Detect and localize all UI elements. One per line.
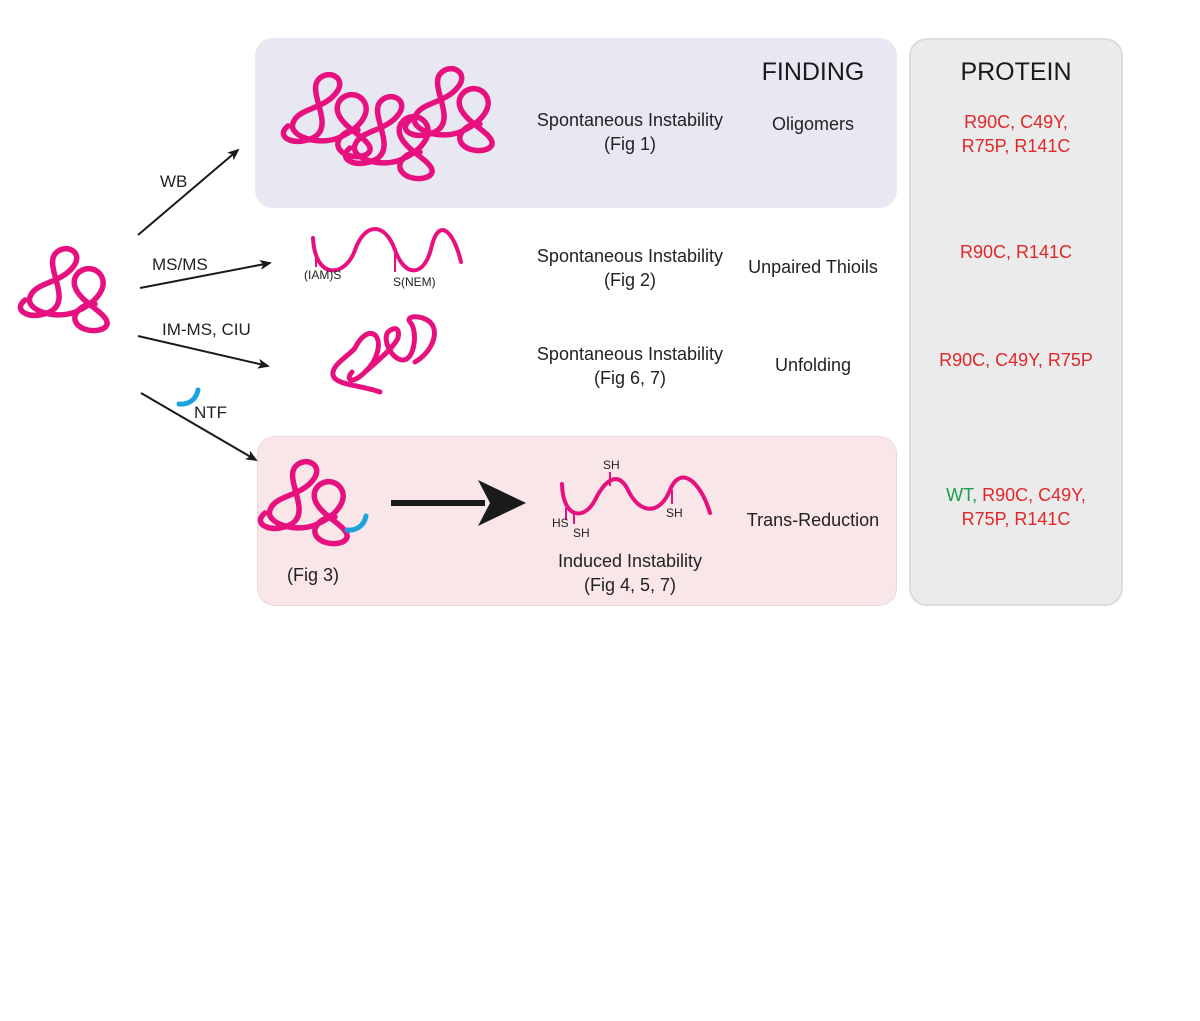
row4-protein: WT, R90C, C49Y, R75P, R141C — [909, 483, 1123, 531]
row1-protein: R90C, C49Y, R75P, R141C — [909, 110, 1123, 158]
reduced-chain-wave — [560, 475, 712, 516]
wb-arrow — [137, 148, 240, 236]
row1-protein-line1: R90C, C49Y, — [964, 112, 1068, 132]
row4-instability: Induced Instability (Fig 4, 5, 7) — [530, 549, 730, 597]
row1-fig: (Fig 1) — [603, 134, 656, 154]
row4-protein-line1-wrap: WT, R90C, C49Y, — [909, 483, 1123, 507]
row2-instability: Spontaneous Instability (Fig 2) — [525, 244, 735, 292]
iam-label: (IAM)S — [304, 268, 342, 282]
imms-arrow — [137, 335, 270, 369]
row4-protein-wt: WT, — [946, 485, 978, 505]
hs-label: HS — [552, 516, 569, 530]
partially-unfolded-chain — [330, 314, 437, 395]
ntf-bound-arc-icon — [344, 513, 369, 533]
row2-protein-line1: R90C, R141C — [959, 242, 1073, 262]
row2-fig: (Fig 2) — [603, 270, 656, 290]
wb-label: WB — [160, 172, 188, 191]
reduction-arrowhead — [478, 480, 526, 526]
row3-protein: R90C, C49Y, R75P — [909, 348, 1123, 372]
msms-arrow — [139, 259, 272, 289]
row3-instability-text: Spontaneous Instability — [536, 344, 724, 364]
nem-label: S(NEM) — [393, 275, 436, 289]
row3-finding: Unfolding — [774, 355, 852, 375]
unfolded-chain-wave — [311, 227, 463, 273]
row2-finding: Unpaired Thioils — [748, 257, 878, 277]
row2-protein: R90C, R141C — [909, 240, 1123, 264]
row1-instability: Spontaneous Instability (Fig 1) — [525, 108, 735, 156]
ntf-arc-icon — [176, 387, 201, 407]
row4-protein-line1: R90C, C49Y, — [977, 485, 1086, 505]
row1-instability-text: Spontaneous Instability — [536, 110, 724, 130]
finding-header: FINDING — [761, 58, 865, 86]
row1-protein-line2: R75P, R141C — [961, 136, 1071, 156]
msms-label: MS/MS — [152, 255, 208, 274]
sh-bottom-label: SH — [573, 526, 590, 540]
row3-protein-line1: R90C, C49Y, R75P — [939, 350, 1093, 370]
sh-right-label: SH — [666, 506, 683, 520]
protein-header: PROTEIN — [960, 58, 1072, 86]
row4-protein-line2: R75P, R141C — [961, 509, 1071, 529]
row4-finding: Trans-Reduction — [746, 510, 880, 530]
row3-fig: (Fig 6, 7) — [593, 368, 667, 388]
row4-left-fig: (Fig 3) — [286, 565, 339, 585]
row3-instability: Spontaneous Instability (Fig 6, 7) — [525, 342, 735, 390]
source-protein-coil — [20, 249, 107, 331]
ntf-label: NTF — [194, 403, 228, 422]
imms-label: IM-MS, CIU — [162, 320, 251, 339]
oligomer-coil-3 — [405, 69, 492, 151]
trans-reduction-coil — [260, 462, 347, 544]
ntf-arrow — [140, 392, 258, 462]
row4-instability-text: Induced Instability — [557, 551, 703, 571]
sh-top-label: SH — [603, 458, 620, 472]
row1-finding: Oligomers — [771, 114, 855, 134]
protein-panel — [909, 38, 1123, 606]
row4-fig: (Fig 4, 5, 7) — [583, 575, 677, 595]
row2-instability-text: Spontaneous Instability — [536, 246, 724, 266]
